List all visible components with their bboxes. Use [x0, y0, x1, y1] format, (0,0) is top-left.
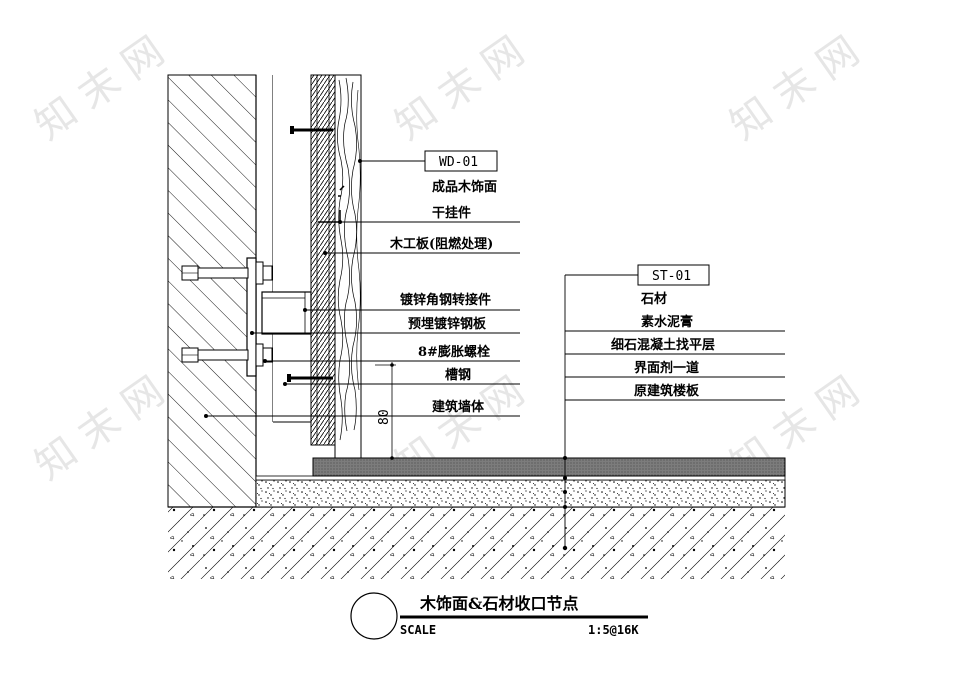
- title-block: 木饰面&石材收口节点 SCALE 1:5@16K: [350, 592, 648, 640]
- st-tag-label: ST-01: [652, 269, 691, 284]
- wd-tag: WD-01: [358, 150, 498, 172]
- label-angle-bracket: 镀锌角钢转接件: [400, 292, 491, 308]
- wd-tag-label: WD-01: [439, 155, 478, 170]
- angle-bracket: [261, 291, 312, 335]
- label-stone: 石材: [640, 291, 667, 307]
- scale-value: 1:5@16K: [588, 623, 639, 637]
- label-hanging-clip: 干挂件: [432, 205, 471, 221]
- wood-leaders: [204, 220, 520, 418]
- label-channel-steel: 槽钢: [445, 367, 471, 383]
- dimension-80: 80: [375, 362, 396, 460]
- svg-text:知 末 网: 知 末 网: [27, 368, 173, 489]
- label-cement-paste: 素水泥膏: [641, 314, 693, 330]
- dimension-label: 80: [377, 409, 392, 425]
- watermark-layer: 知 末 网 知 末 网 知 末 网 知 末 网 知 末 网 知 末 网: [27, 28, 868, 489]
- stone-leaders: [562, 330, 785, 551]
- label-interface-agent: 界面剂一道: [634, 360, 699, 376]
- svg-text:知 末 网: 知 末 网: [387, 28, 533, 149]
- label-wood-board: 木工板(阻燃处理): [389, 236, 493, 252]
- floor-slab: [168, 507, 785, 579]
- label-leveling: 细石混凝土找平层: [611, 337, 715, 353]
- svg-text:知 末 网: 知 末 网: [27, 28, 173, 149]
- anchor-bolt-lower: [181, 343, 273, 367]
- label-wood-veneer: 成品木饰面: [432, 179, 497, 195]
- drawing-title: 木饰面&石材收口节点: [419, 594, 578, 613]
- leveling-layer: [255, 479, 786, 508]
- wood-label-group: 成品木饰面 干挂件 木工板(阻燃处理) 镀锌角钢转接件 预埋镀锌钢板 8#膨胀螺…: [389, 179, 497, 415]
- label-embedded-plate: 预埋镀锌钢板: [408, 316, 487, 332]
- screw-upper: [290, 126, 333, 134]
- screw-lower: [287, 374, 333, 382]
- embedded-plate: [246, 257, 257, 377]
- title-circle: [350, 592, 398, 640]
- anchor-bolt-upper: [181, 261, 273, 285]
- building-wall: [167, 74, 257, 508]
- svg-text:知 末 网: 知 末 网: [722, 28, 868, 149]
- wood-veneer: [334, 74, 362, 459]
- label-building-wall: 建筑墙体: [432, 399, 485, 415]
- stone-slab: [312, 457, 786, 477]
- label-anchor-bolt: 8#膨胀螺栓: [418, 344, 490, 360]
- cement-paste: [255, 475, 786, 481]
- label-floor-slab: 原建筑楼板: [634, 383, 700, 399]
- scale-label: SCALE: [400, 623, 436, 637]
- stone-label-group: 石材 素水泥膏 细石混凝土找平层 界面剂一道 原建筑楼板: [611, 291, 715, 399]
- st-tag: ST-01: [564, 264, 710, 548]
